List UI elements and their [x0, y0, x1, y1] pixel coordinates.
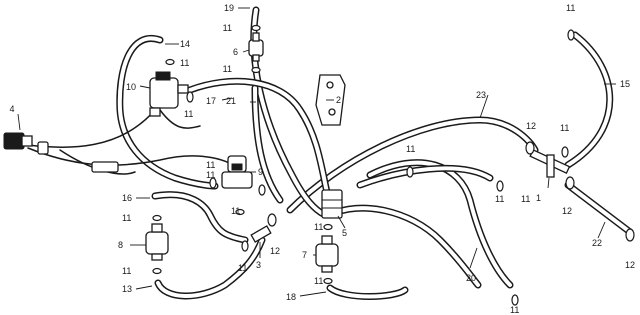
callout-9: 9 — [258, 167, 263, 177]
callout-12: 12 — [625, 260, 635, 270]
callout-14: 14 — [180, 39, 190, 49]
clips — [152, 24, 635, 306]
callout-11: 11 — [180, 58, 189, 68]
hose-misc — [326, 164, 494, 289]
joint-block-5 — [321, 189, 343, 219]
callout-11: 11 — [206, 170, 215, 180]
connector-4 — [3, 132, 49, 155]
callout-4: 4 — [9, 104, 14, 114]
hose-17 — [186, 77, 334, 209]
hose-14 — [116, 34, 219, 190]
hose-18 — [326, 284, 409, 300]
callout-11: 11 — [406, 144, 415, 154]
check-valve-8 — [145, 223, 169, 261]
hose-16 — [151, 191, 249, 244]
callout-11: 11 — [560, 123, 569, 133]
callout-15: 15 — [620, 79, 630, 89]
callouts: 4 19 11 6 11 14 11 10 11 17 21 2 23 11 1… — [9, 3, 635, 315]
hose-23 — [286, 116, 539, 214]
callout-6: 6 — [233, 47, 238, 57]
callout-12: 12 — [526, 121, 536, 131]
callout-11: 11 — [566, 3, 575, 13]
callout-11: 11 — [521, 194, 530, 204]
callout-12: 12 — [270, 246, 280, 256]
callout-19: 19 — [224, 3, 234, 13]
hose-20 — [366, 159, 514, 289]
callout-2: 2 — [336, 95, 341, 105]
callout-13: 13 — [122, 284, 132, 294]
callout-11: 11 — [314, 222, 323, 232]
callout-21: 21 — [226, 96, 236, 106]
callout-1: 1 — [536, 193, 541, 203]
solenoid-valve-10 — [149, 71, 189, 117]
callout-11: 11 — [495, 194, 504, 204]
callout-18: 18 — [286, 292, 296, 302]
check-valve-6 — [248, 32, 264, 62]
leader-lines — [17, 7, 616, 297]
callout-11: 11 — [184, 109, 193, 119]
callout-10: 10 — [126, 82, 136, 92]
hose-13 — [154, 236, 266, 300]
callout-23: 23 — [476, 90, 486, 100]
callout-17: 17 — [206, 96, 216, 106]
three-way-joint-1 — [529, 148, 571, 178]
callout-12: 12 — [562, 206, 572, 216]
callout-20: 20 — [466, 273, 476, 283]
callout-11: 11 — [510, 305, 519, 315]
control-valve-9 — [221, 155, 253, 189]
hose-15 — [564, 31, 614, 169]
callout-11: 11 — [206, 160, 215, 170]
callout-3: 3 — [256, 260, 261, 270]
callout-11: 11 — [238, 263, 247, 273]
callout-5: 5 — [342, 228, 347, 238]
callout-16: 16 — [122, 193, 132, 203]
callout-8: 8 — [118, 240, 123, 250]
callout-22: 22 — [592, 238, 602, 248]
callout-11: 11 — [223, 64, 232, 74]
callout-11: 11 — [223, 23, 232, 33]
check-valve-7 — [315, 235, 339, 273]
callout-11: 11 — [231, 206, 240, 216]
callout-11: 11 — [314, 276, 323, 286]
callout-7: 7 — [302, 250, 307, 260]
callout-11: 11 — [122, 213, 131, 223]
harness-connector — [91, 161, 119, 173]
hose-22 — [564, 181, 634, 236]
callout-11: 11 — [122, 266, 131, 276]
hose-21 — [251, 84, 284, 204]
joint-3 — [250, 225, 272, 243]
